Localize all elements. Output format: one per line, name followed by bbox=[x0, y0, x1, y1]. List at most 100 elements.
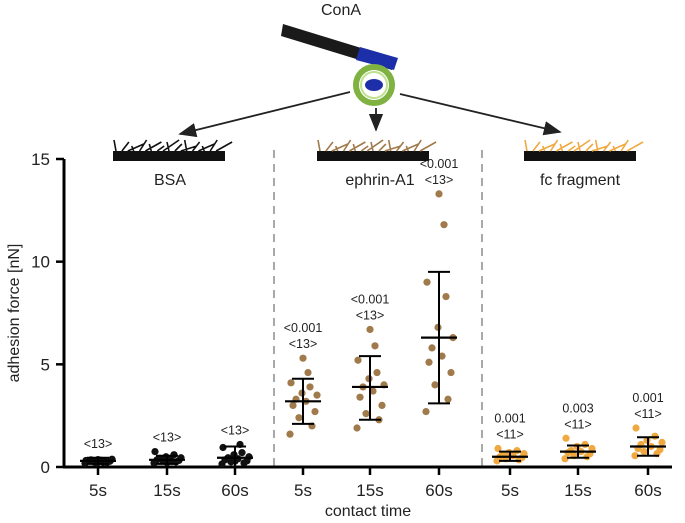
arrow-to-fc bbox=[399, 93, 562, 136]
cantilever-tip bbox=[356, 47, 398, 70]
data-point bbox=[422, 407, 430, 416]
data-point bbox=[435, 190, 443, 198]
cell-nucleus bbox=[365, 79, 383, 91]
data-point bbox=[311, 407, 319, 416]
data-point bbox=[425, 358, 433, 366]
data-point bbox=[513, 446, 521, 455]
x-tick-label: 60s bbox=[634, 481, 661, 500]
p-value-label: <0.001 bbox=[284, 321, 323, 335]
n-label: <11> bbox=[564, 417, 592, 431]
data-point bbox=[371, 342, 379, 350]
p-value-label: 0.001 bbox=[632, 391, 663, 405]
data-point bbox=[640, 448, 648, 456]
data-point bbox=[447, 368, 455, 377]
y-tick-label: 10 bbox=[31, 253, 50, 272]
x-tick-label: 60s bbox=[221, 481, 248, 500]
afm-schematic: ConA bbox=[281, 2, 398, 106]
data-point bbox=[520, 450, 528, 458]
x-tick-label: 15s bbox=[356, 481, 383, 500]
group-BSA-60s: <13> bbox=[217, 423, 253, 468]
data-point bbox=[632, 424, 640, 432]
data-point bbox=[656, 445, 664, 454]
x-tick-label: 15s bbox=[153, 481, 180, 500]
data-point bbox=[369, 387, 377, 395]
arrow-to-bsa bbox=[178, 91, 351, 138]
data-point bbox=[378, 401, 386, 409]
data-point bbox=[651, 432, 659, 440]
data-point bbox=[423, 278, 431, 286]
data-point bbox=[562, 434, 570, 442]
substrate-label-ephrin: ephrin-A1 bbox=[345, 172, 414, 189]
group-BSA-15s: <13> bbox=[149, 431, 185, 467]
protein-fibres-ephrin bbox=[317, 139, 437, 152]
p-value-label: 0.003 bbox=[562, 401, 593, 415]
data-point bbox=[299, 354, 307, 362]
plot-area: <13> <13> <13> <13> <0.001 <13> <0.001 <13> <0.0… bbox=[80, 157, 666, 468]
x-tick-label: 15s bbox=[564, 481, 591, 500]
protein-fibres-bsa bbox=[113, 139, 233, 152]
data-point bbox=[287, 379, 295, 387]
data-point bbox=[219, 443, 227, 452]
substrate-bar-fc bbox=[524, 151, 636, 161]
substrate-surfaces bbox=[113, 139, 644, 161]
y-ticks: 0 5 10 15 bbox=[31, 150, 64, 477]
cona-label: ConA bbox=[321, 2, 361, 19]
data-point bbox=[373, 368, 381, 377]
p-value-label: <0.001 bbox=[351, 292, 390, 306]
data-point bbox=[438, 352, 446, 360]
data-point bbox=[588, 444, 596, 453]
substrate-bar-ephrin bbox=[317, 151, 429, 161]
n-label: <13> bbox=[425, 173, 454, 187]
y-tick-label: 5 bbox=[41, 355, 50, 374]
arrows bbox=[178, 91, 562, 138]
data-point bbox=[353, 424, 361, 432]
n-label: <13> bbox=[356, 308, 385, 322]
n-label: <13> bbox=[153, 431, 182, 445]
p-value-label: <0.001 bbox=[420, 157, 459, 171]
data-point bbox=[354, 356, 362, 364]
x-tick-label: 60s bbox=[425, 481, 452, 500]
substrate-bar-bsa bbox=[113, 151, 225, 161]
data-point bbox=[631, 452, 639, 460]
data-point bbox=[494, 444, 502, 453]
group-ephrin-A1-5s: <13> <0.001 bbox=[284, 321, 323, 438]
data-point bbox=[295, 414, 303, 422]
data-point bbox=[366, 325, 374, 334]
group-ephrin-A1-60s: <13> <0.001 bbox=[420, 157, 459, 416]
data-point bbox=[658, 438, 666, 446]
data-point bbox=[151, 448, 159, 456]
n-label: <13> bbox=[289, 337, 318, 351]
cell-inner-ring bbox=[360, 71, 388, 99]
group-fc-fragment-5s: <11> 0.001 bbox=[492, 412, 528, 465]
data-point bbox=[431, 381, 439, 389]
protein-fibres-fc bbox=[524, 139, 644, 152]
n-label: <13> bbox=[221, 423, 250, 437]
group-ephrin-A1-15s: <13> <0.001 bbox=[351, 292, 390, 432]
y-tick-label: 15 bbox=[31, 150, 50, 169]
n-label: <11> bbox=[496, 428, 524, 442]
data-point bbox=[561, 455, 569, 463]
data-point bbox=[238, 449, 246, 457]
data-point bbox=[428, 344, 436, 352]
data-point bbox=[440, 221, 448, 229]
substrate-label-bsa: BSA bbox=[154, 172, 186, 189]
data-point bbox=[444, 395, 452, 403]
substrate-label-fc: fc fragment bbox=[540, 172, 621, 189]
x-tick-label: 5s bbox=[89, 481, 107, 500]
group-BSA-5s: <13> bbox=[80, 437, 116, 467]
y-axis-title: adhesion force [nN] bbox=[6, 244, 23, 383]
data-point bbox=[356, 393, 364, 401]
data-point bbox=[286, 430, 294, 438]
data-point bbox=[581, 440, 589, 449]
data-point bbox=[304, 368, 312, 377]
y-tick-label: 0 bbox=[41, 458, 50, 477]
data-point bbox=[306, 383, 314, 391]
data-point bbox=[313, 391, 321, 399]
x-tick-label: 5s bbox=[501, 481, 519, 500]
p-value-label: 0.001 bbox=[494, 412, 525, 426]
data-point bbox=[442, 292, 450, 301]
n-label: <13> bbox=[84, 437, 113, 451]
n-label: <11> bbox=[634, 407, 662, 421]
